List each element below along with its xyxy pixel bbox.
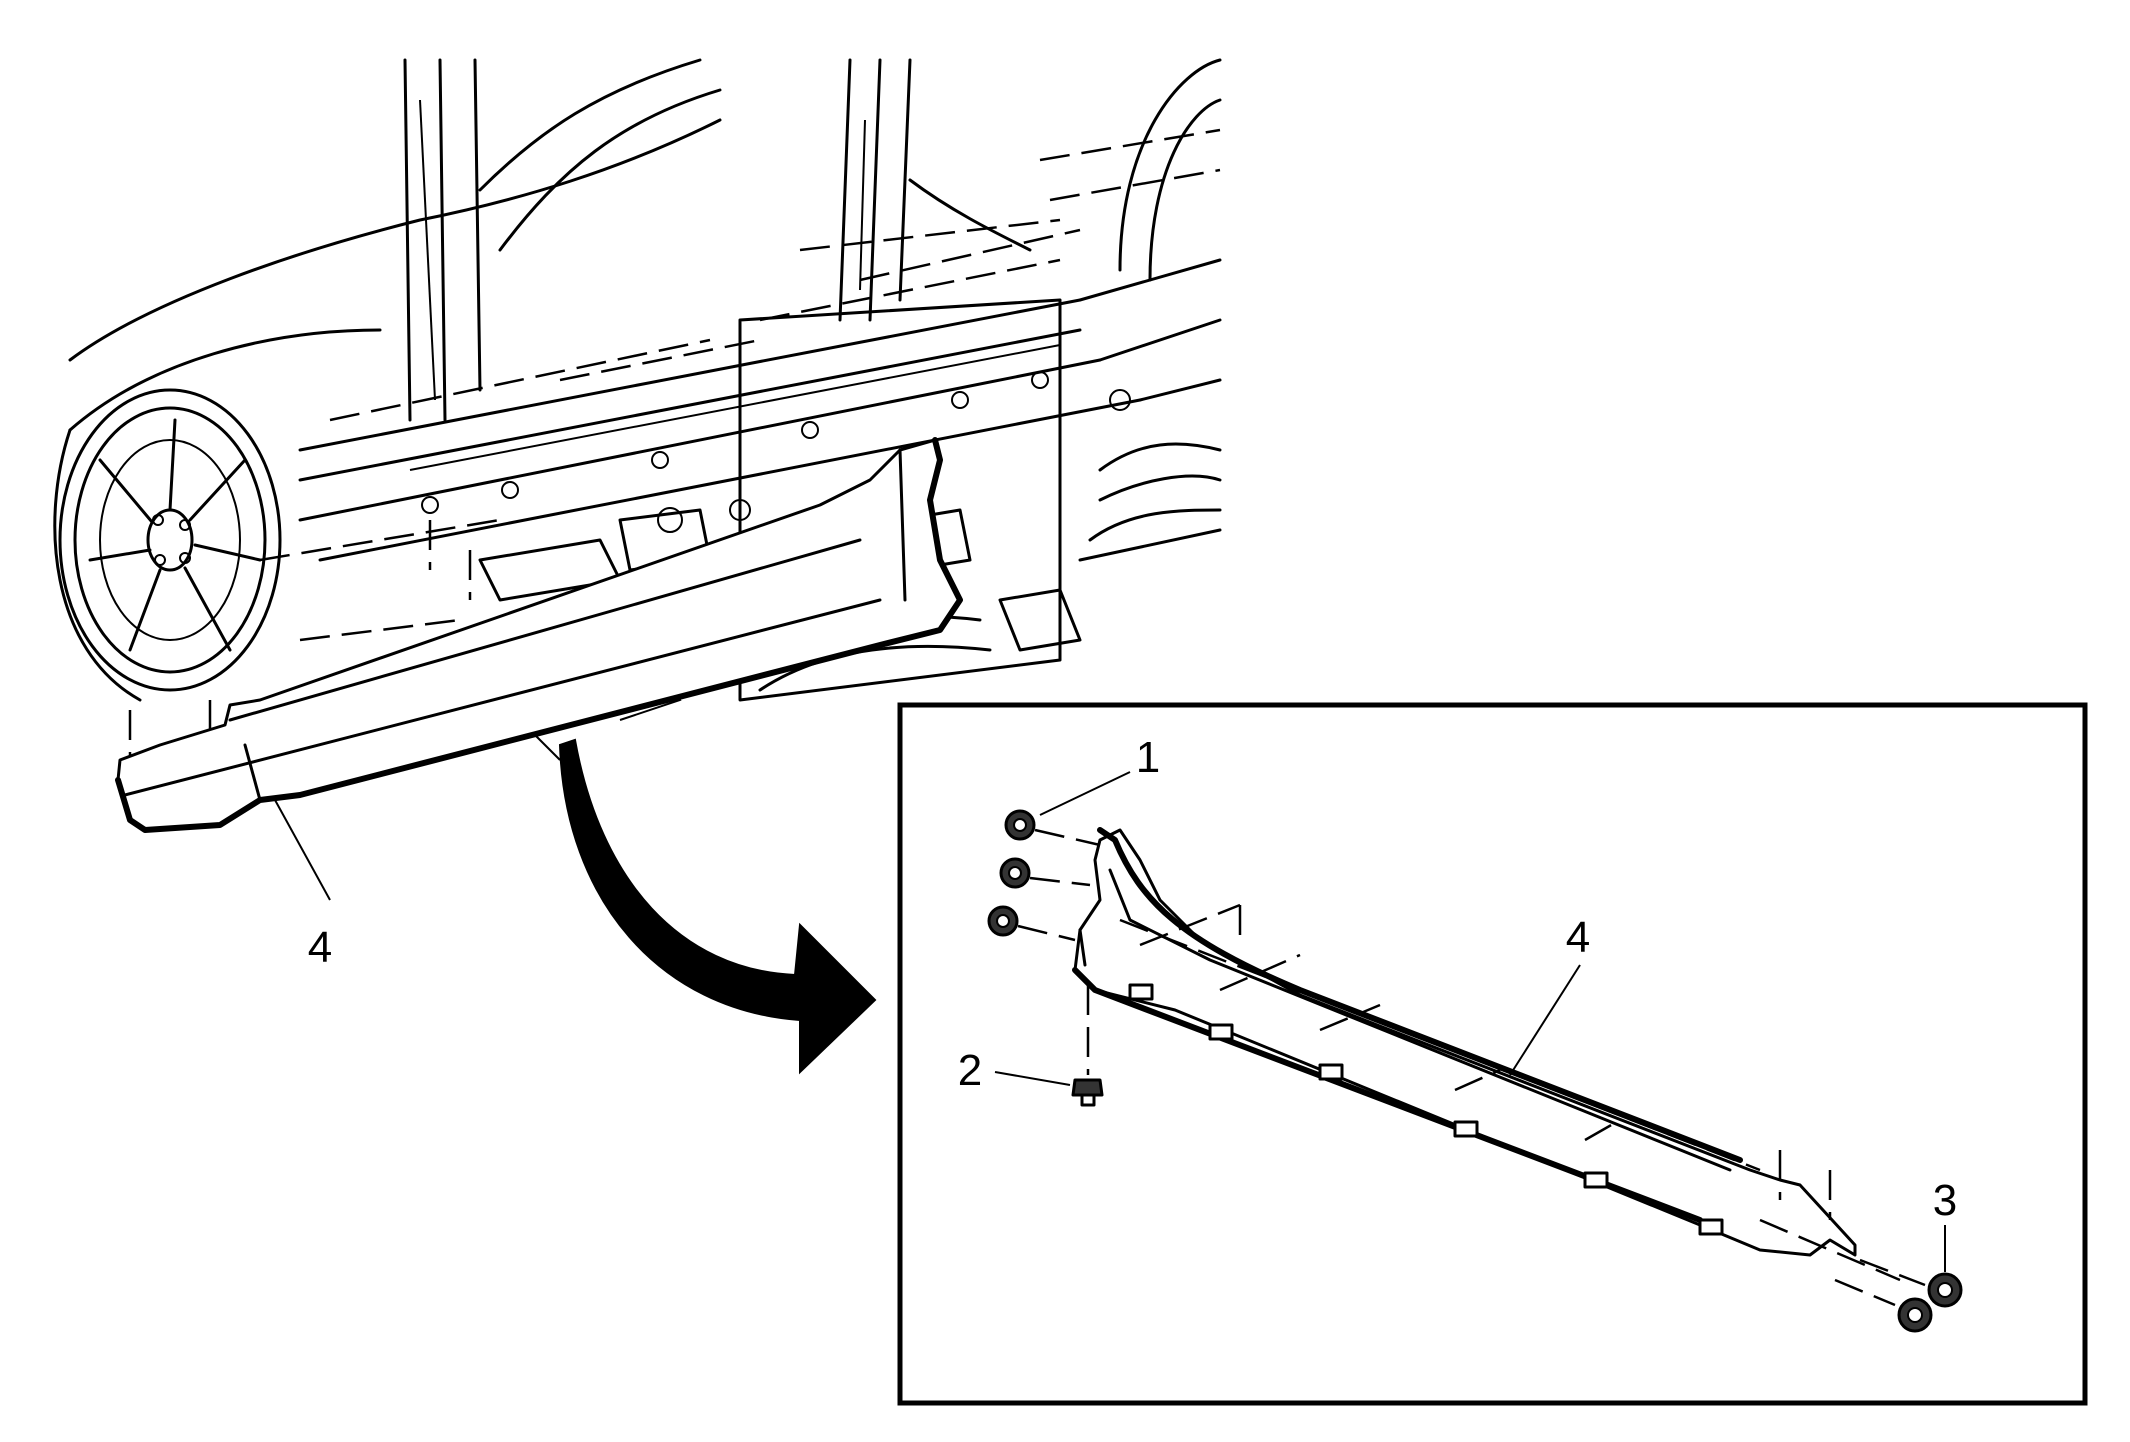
rear-wheel-arch bbox=[1118, 58, 1222, 272]
fastener-bottom-label: 2 bbox=[958, 1046, 982, 1095]
sill-rail bbox=[298, 258, 1222, 562]
a-pillar bbox=[403, 58, 722, 422]
rear-wheel-arch-inner bbox=[1148, 98, 1222, 282]
screw-icon bbox=[1071, 1078, 1104, 1097]
main-rocker-leader bbox=[274, 799, 331, 901]
fender-lower-outline bbox=[68, 328, 382, 432]
detail-inset: 1 2 3 4 bbox=[897, 702, 2088, 1406]
b-pillar bbox=[838, 58, 1032, 322]
fasteners-item-1 bbox=[987, 771, 1131, 942]
vehicle-body-view: 4 bbox=[53, 58, 1222, 972]
main-rocker-label: 4 bbox=[308, 923, 332, 972]
inset-frame bbox=[897, 702, 2088, 1406]
rocker-panel-main bbox=[115, 437, 963, 833]
front-fender-outline bbox=[68, 118, 722, 362]
nuts-item-3 bbox=[1834, 1225, 1963, 1333]
inset-rocker-label: 4 bbox=[1566, 913, 1590, 962]
nut-label: 3 bbox=[1933, 1176, 1957, 1225]
front-wheel bbox=[53, 388, 282, 702]
rocker-panel-inset bbox=[1072, 827, 1901, 1282]
fastener-item-2 bbox=[994, 985, 1104, 1107]
detail-arrow bbox=[558, 738, 877, 1075]
fastener-top-label: 1 bbox=[1136, 733, 1160, 782]
inset-rocker-leader bbox=[1509, 964, 1581, 1076]
curved-arrow-icon bbox=[558, 738, 877, 1075]
